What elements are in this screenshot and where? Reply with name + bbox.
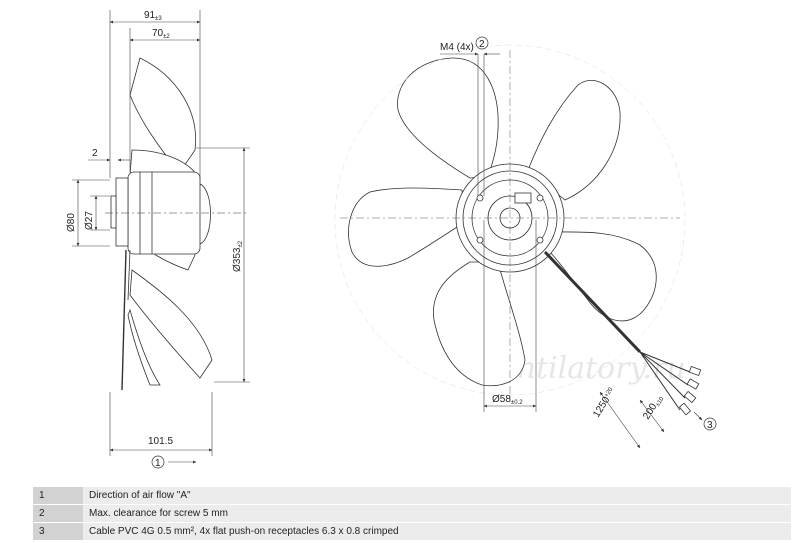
dim-overall-depth: 91±3	[144, 10, 162, 22]
front-blade-bottom	[433, 261, 526, 387]
side-flange	[115, 177, 129, 247]
front-cable	[543, 250, 642, 354]
legend-number: 1	[33, 487, 83, 505]
dim-flange-offset: 2	[92, 148, 98, 159]
dim-center-diameter: Ø58±0.2	[492, 394, 523, 406]
legend-row: 2 Max. clearance for screw 5 mm	[33, 504, 791, 523]
fan-envelope	[334, 44, 686, 396]
legend-row: 1 Direction of air flow "A"	[33, 487, 791, 505]
side-blade-lower	[129, 269, 213, 379]
callout-cable: 3	[703, 417, 717, 431]
side-blade-top	[129, 57, 197, 173]
svg-text:3: 3	[707, 420, 713, 431]
side-blade-bottom	[127, 308, 161, 386]
callout-screw: 2	[475, 36, 489, 50]
side-cable	[121, 249, 127, 391]
legend-text: Max. clearance for screw 5 mm	[83, 504, 791, 523]
mount-hole-1	[476, 194, 484, 202]
legend-row: 3 Cable PVC 4G 0.5 mm², 4x flat push-on …	[33, 522, 791, 541]
mount-hole-3	[476, 236, 484, 244]
side-view	[105, 57, 248, 391]
dim-cable-length: 1250+20	[591, 386, 618, 420]
callout-airflow: 1	[151, 455, 165, 469]
legend-text: Direction of air flow "A"	[83, 487, 791, 505]
dim-hub-diameter: Ø80	[66, 213, 77, 232]
technical-drawing: Ventilatory.ru	[66, 10, 717, 469]
legend-table: 1 Direction of air flow "A" 2 Max. clear…	[33, 487, 791, 541]
dim-base-length: 101.5	[148, 436, 173, 447]
legend-number: 3	[33, 522, 83, 541]
dim-fan-diameter: Ø353±2	[232, 240, 244, 272]
front-blade-right	[547, 231, 657, 322]
dim-motor-depth: 70±2	[152, 28, 170, 40]
thread-label: M4 (4x)	[440, 42, 474, 53]
front-view	[334, 44, 702, 416]
legend-text: Cable PVC 4G 0.5 mm², 4x flat push-on re…	[83, 522, 791, 541]
dim-shaft-diameter: Ø27	[84, 211, 95, 230]
mount-hole-2	[536, 194, 544, 202]
mount-hole-4	[536, 236, 544, 244]
svg-text:1: 1	[155, 458, 161, 469]
front-blade-upper-right	[527, 80, 621, 201]
svg-text:2: 2	[479, 39, 485, 50]
front-blade-top	[397, 57, 499, 179]
legend-number: 2	[33, 504, 83, 523]
front-blade-left	[348, 187, 466, 267]
